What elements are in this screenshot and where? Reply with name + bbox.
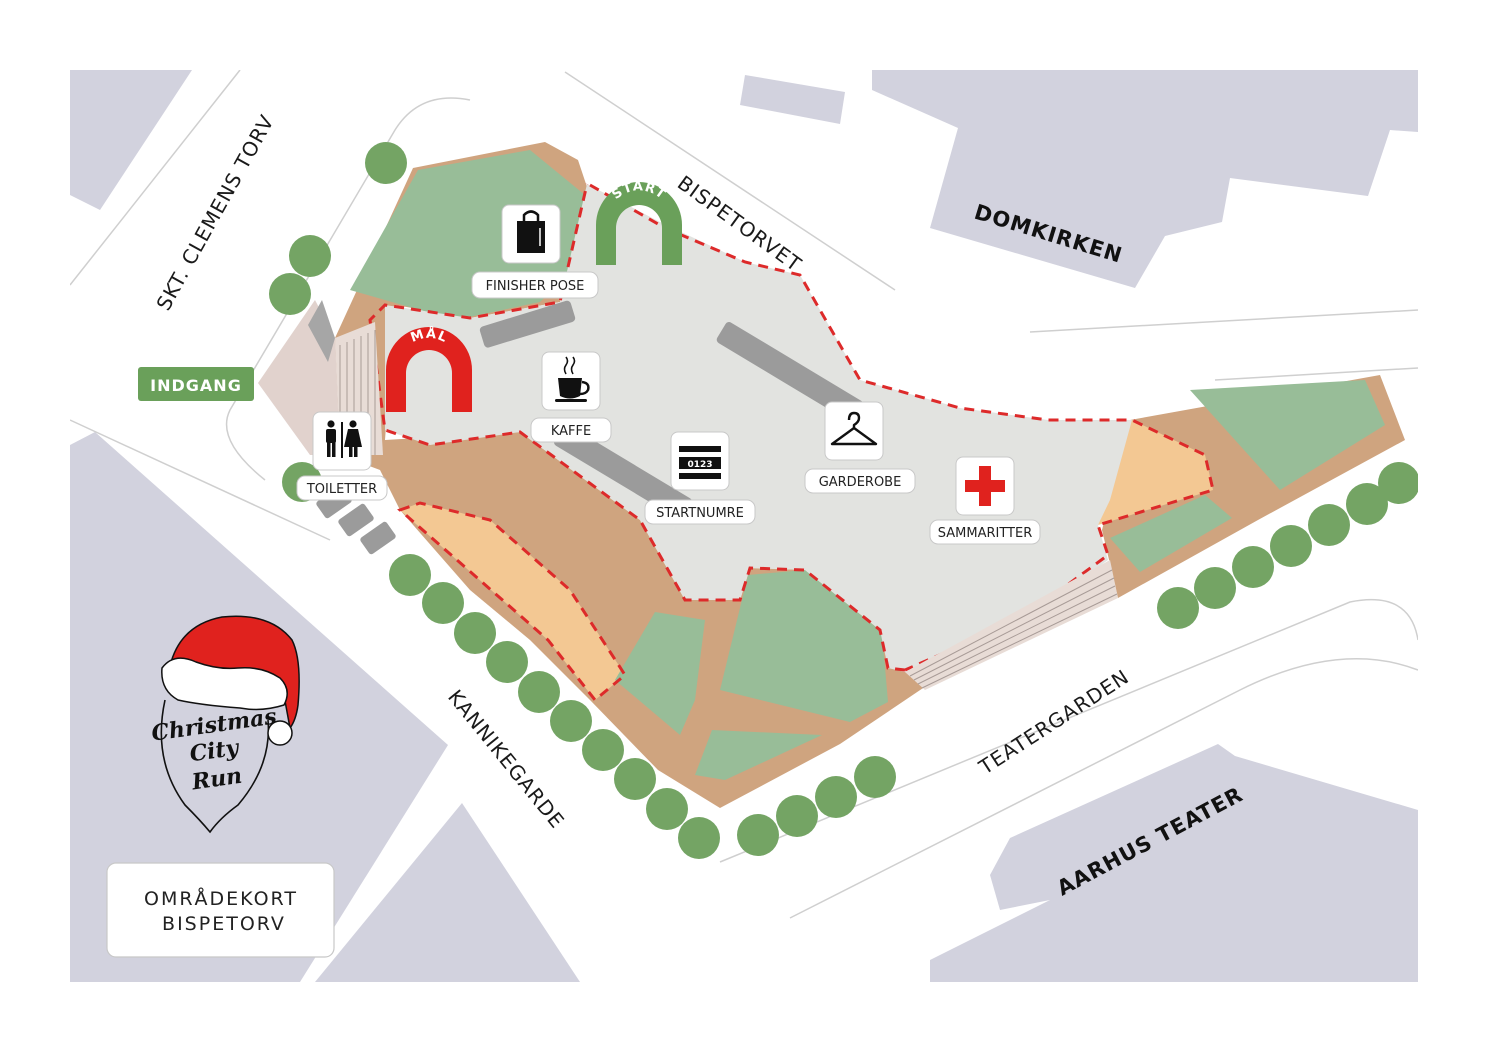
coffee-cup-icon xyxy=(555,356,590,402)
tree xyxy=(454,612,496,654)
toiletter-pill xyxy=(296,475,388,501)
tree xyxy=(737,814,779,856)
lawn-center-left xyxy=(615,612,705,735)
hat-pompom xyxy=(267,720,293,746)
bench-3 xyxy=(554,424,692,520)
tree xyxy=(389,554,431,596)
hat-brim xyxy=(161,657,288,711)
finisher-pose-pill xyxy=(471,271,599,299)
tree xyxy=(678,817,720,859)
garderobe-icon-box xyxy=(824,401,884,461)
lawn-right-top xyxy=(1190,380,1385,490)
tree xyxy=(614,758,656,800)
sammaritter-label: SAMMARITTER xyxy=(938,526,1032,541)
tree xyxy=(776,795,818,837)
tree xyxy=(646,788,688,830)
finisher-pose-label: FINISHER POSE xyxy=(486,279,585,294)
facility-startnumre[interactable]: 0123 STARTNUMRE xyxy=(644,431,756,525)
tree xyxy=(1308,504,1350,546)
tree xyxy=(1194,567,1236,609)
garderobe-pill xyxy=(804,468,916,494)
bench-5 xyxy=(338,503,374,537)
tree xyxy=(582,729,624,771)
christmas-city-run-logo: Christmas City Run xyxy=(150,615,300,834)
light-sand-left xyxy=(400,503,625,700)
tree xyxy=(1378,462,1420,504)
plaza-area xyxy=(385,184,1132,672)
building-bottom-center xyxy=(315,803,580,982)
lawn-right-bottom xyxy=(1110,495,1232,572)
tree xyxy=(550,700,592,742)
steps-bottom-right xyxy=(905,560,1118,690)
start-arch: START xyxy=(596,179,682,265)
facility-toiletter[interactable]: TOILETTER xyxy=(296,411,388,501)
tree xyxy=(854,756,896,798)
toiletter-label: TOILETTER xyxy=(306,482,377,497)
benches xyxy=(316,300,864,555)
tree xyxy=(486,641,528,683)
tree xyxy=(815,776,857,818)
toilet-icon xyxy=(326,420,362,458)
tree xyxy=(422,582,464,624)
tree xyxy=(269,273,311,315)
finish-arch: MÅL xyxy=(386,326,472,412)
sammaritter-pill xyxy=(929,519,1041,545)
bench-1 xyxy=(479,300,576,348)
first-aid-cross-icon xyxy=(965,466,1005,506)
facility-finisher-pose[interactable]: FINISHER POSE xyxy=(471,204,599,299)
garderobe-label: GARDEROBE xyxy=(819,475,902,490)
bench-2 xyxy=(716,321,864,423)
race-bib-number: 0123 xyxy=(687,460,712,470)
start-arch-label: START xyxy=(609,179,668,202)
entrance-ramp xyxy=(308,300,335,362)
hanger-icon xyxy=(830,411,878,446)
tree xyxy=(365,142,407,184)
map-title-box: OMRÅDEKORT BISPETORV xyxy=(106,862,335,958)
map-title-line-2: BISPETORV xyxy=(162,913,286,935)
building-top-small xyxy=(740,75,845,124)
beard-outline xyxy=(160,699,270,834)
tree xyxy=(1346,483,1388,525)
startnumre-pill xyxy=(644,499,756,525)
shopping-bag-icon xyxy=(517,210,545,253)
race-bib-icon: 0123 xyxy=(679,446,721,479)
lawn-bottom xyxy=(695,730,822,780)
tree xyxy=(1157,587,1199,629)
bench-6 xyxy=(360,521,396,555)
entrance-label: INDGANG xyxy=(150,376,242,395)
map-title-line-1: OMRÅDEKORT xyxy=(144,887,298,910)
facility-kaffe[interactable]: KAFFE xyxy=(530,351,612,443)
facility-sammaritter[interactable]: SAMMARITTER xyxy=(929,456,1041,545)
building-domkirken xyxy=(872,70,1418,288)
trees xyxy=(269,142,1420,859)
tree xyxy=(1270,525,1312,567)
lawn-center xyxy=(720,570,888,722)
tree xyxy=(1232,546,1274,588)
kaffe-label: KAFFE xyxy=(551,424,591,439)
tree xyxy=(518,671,560,713)
startnumre-label: STARTNUMRE xyxy=(656,506,744,521)
kaffe-pill xyxy=(530,417,612,443)
building-aarhus-teater xyxy=(930,744,1418,982)
tree xyxy=(289,235,331,277)
building-top-left xyxy=(70,70,192,210)
facility-garderobe[interactable]: GARDEROBE xyxy=(804,401,916,494)
street-lines xyxy=(69,69,1419,919)
entrance-badge: INDGANG xyxy=(138,367,254,401)
